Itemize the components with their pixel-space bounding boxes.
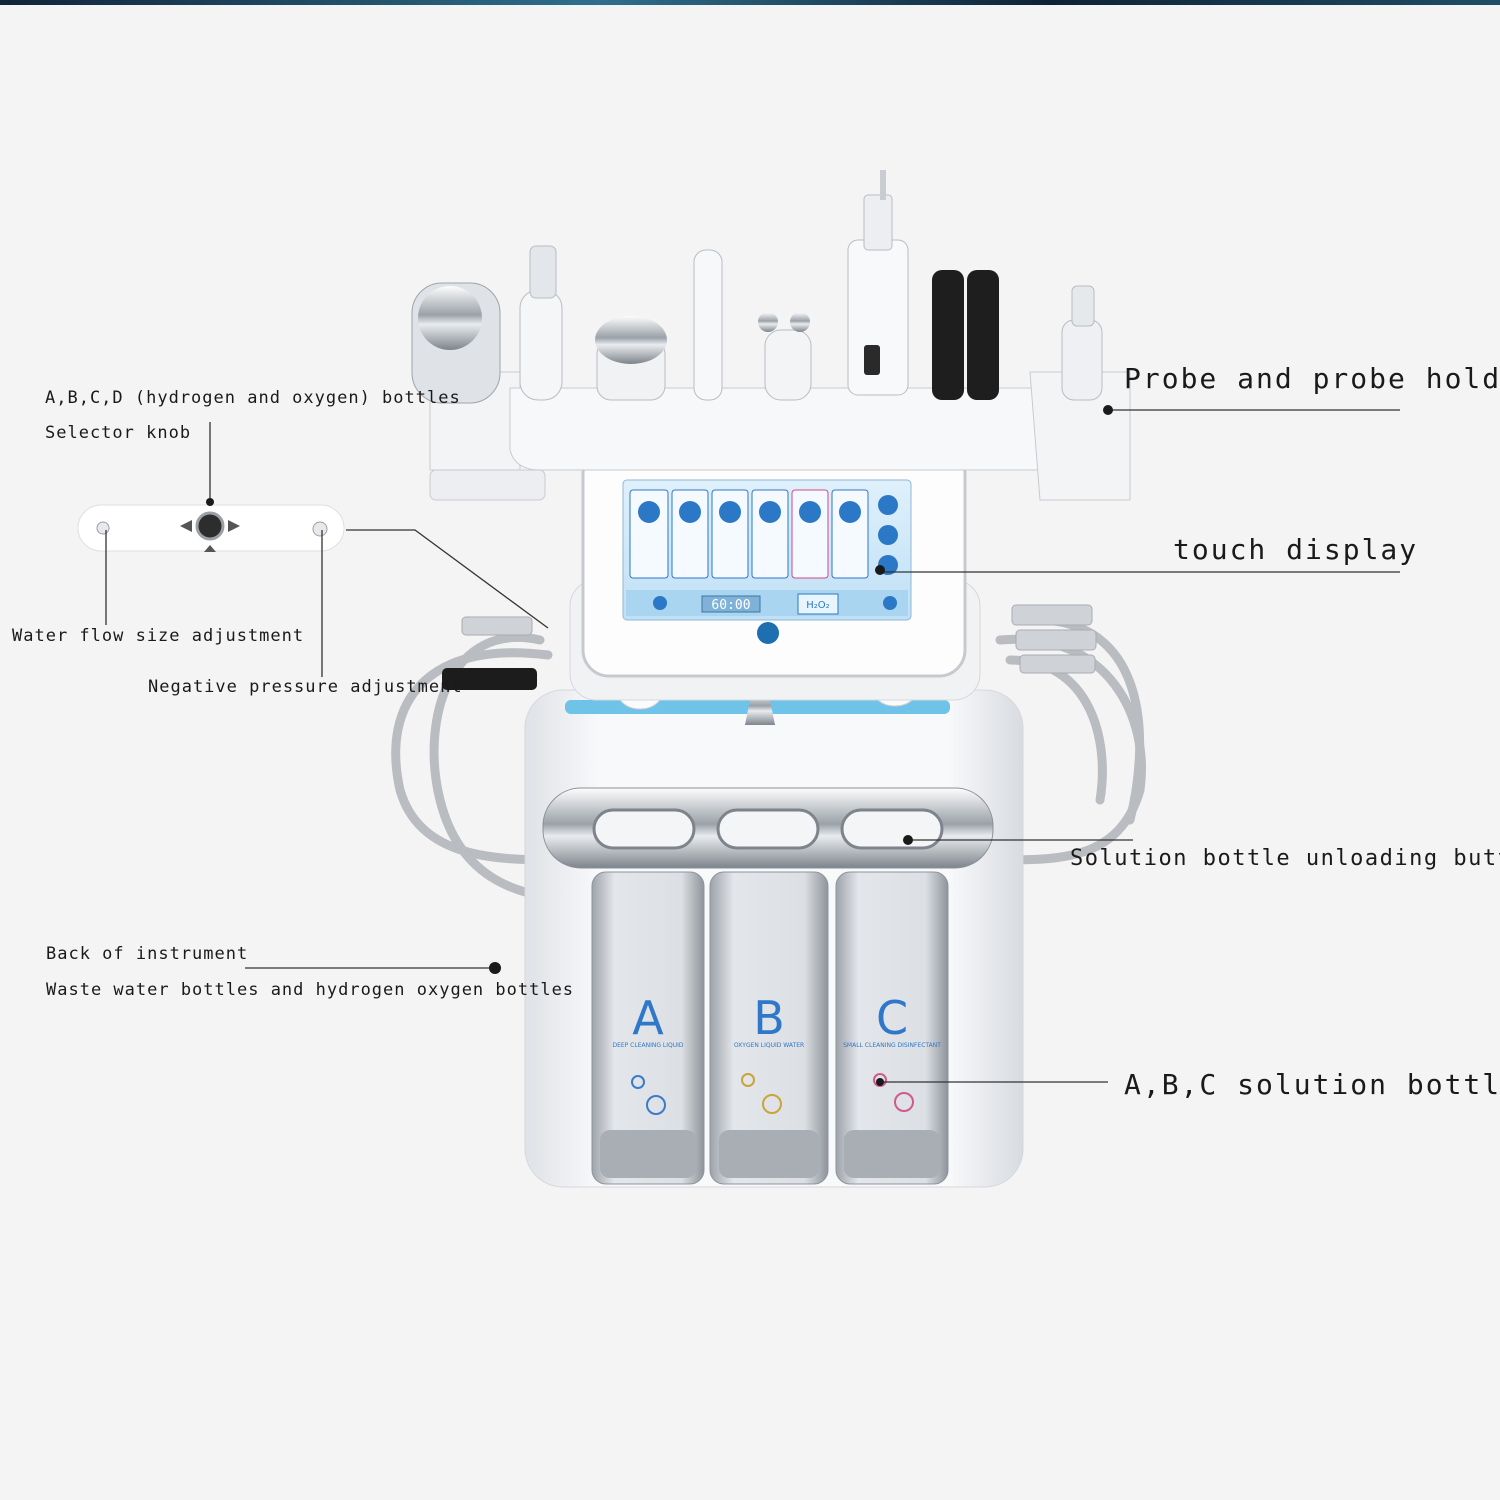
- alarm-icon: [653, 596, 667, 610]
- screen-timer: 60:00: [711, 598, 750, 613]
- probe-microcurrent-ball-left: [758, 312, 778, 332]
- solution-bottles: A B C DEEP CLEANING LIQUID OXYGEN LIQUID…: [591, 871, 949, 1185]
- unloading-button-a: [592, 808, 696, 850]
- unloading-button-b: [716, 808, 820, 850]
- mode-box: [797, 593, 839, 615]
- label-probe-holder: Probe and probe holder: [1124, 362, 1500, 395]
- label-unloading-button: Solution bottle unloading button: [1070, 846, 1500, 871]
- bottle-b-caption: OXYGEN LIQUID WATER: [734, 1042, 804, 1049]
- bottle-a-letter: A: [632, 991, 664, 1045]
- bottle-a: [591, 871, 705, 1185]
- dot-probe-holder: [1103, 405, 1113, 415]
- callout-dots: [206, 405, 1113, 1086]
- probe-oxygen-spray: [519, 289, 563, 401]
- screen-bottom-bar: [626, 590, 908, 616]
- black-connector: [442, 668, 537, 690]
- dot-selector: [206, 498, 214, 506]
- screen-tile-icon-6: [839, 501, 861, 523]
- probe-spray-bottle-cap: [1071, 285, 1095, 327]
- connector-right-3: [1019, 654, 1096, 674]
- bottle-bubbles: [631, 1073, 914, 1115]
- bottle-b: [709, 871, 829, 1185]
- bottle-a-base: [600, 1130, 696, 1178]
- dot-unloading-button: [903, 835, 913, 845]
- selector-arrow-left-icon: [180, 520, 192, 532]
- label-back-line1: Back of instrument: [46, 944, 249, 964]
- bottle-b-letter: B: [753, 991, 785, 1045]
- top-band: [0, 0, 1500, 5]
- probe-hydro-needle: [880, 170, 886, 200]
- probe-microcurrent: [764, 329, 812, 401]
- connector-right-2: [1015, 629, 1097, 651]
- timer-box: [701, 595, 761, 613]
- bottle-c-caption: SMALL CLEANING DISINFECTANT: [843, 1042, 941, 1049]
- bottle-b-base: [719, 1130, 819, 1178]
- bottle-c-base: [844, 1130, 940, 1178]
- screen-tile-icon-4: [759, 501, 781, 523]
- probe-microcurrent-ball-right: [790, 312, 810, 332]
- callout-negative-pressure-machine: [346, 529, 549, 629]
- probe-scrubber: [693, 249, 723, 401]
- label-bottles-selector-line2: Selector knob: [45, 423, 192, 443]
- probe-black-left: [932, 270, 964, 400]
- label-water-flow: Water flow size adjustment: [12, 626, 305, 646]
- dot-touch-display: [875, 565, 885, 575]
- probe-hydro-tip: [863, 194, 893, 251]
- label-bottles-selector-line1: A,B,C,D (hydrogen and oxygen) bottles: [45, 388, 461, 408]
- screen-tile-icon-5: [799, 501, 821, 523]
- selector-arrow-down-icon: [204, 545, 216, 552]
- unloading-button-c: [840, 808, 944, 850]
- probe-cryo-head: [418, 286, 482, 350]
- probe-spray-bottle: [1061, 319, 1103, 401]
- screen-tile-icon-3: [719, 501, 741, 523]
- probe-oxygen-spray-tip: [529, 245, 557, 299]
- label-solution-bottles: A,B,C solution bottles: [1124, 1068, 1500, 1101]
- hose-connectors: [442, 604, 1097, 690]
- probe-holder-foot-left: [429, 469, 546, 501]
- brand-logo: [757, 622, 779, 644]
- screen-tile-icon-1: [638, 501, 660, 523]
- label-negative-pressure: Negative pressure adjustment: [148, 677, 463, 697]
- bottle-c-letter: C: [876, 991, 908, 1045]
- label-back-line2: Waste water bottles and hydrogen oxygen …: [46, 980, 575, 1000]
- connector-left-top: [461, 616, 533, 636]
- hose-right-2: [1005, 655, 1107, 805]
- probe-hydro-button: [864, 345, 880, 375]
- bottle-a-caption: DEEP CLEANING LIQUID: [612, 1042, 683, 1049]
- screen-tile-icon-2: [679, 501, 701, 523]
- label-touch-display: touch display: [1173, 533, 1419, 566]
- dot-solution-bottles: [876, 1078, 884, 1086]
- negative-pressure-knob-icon: [312, 521, 328, 537]
- screen-side-icon-2: [878, 525, 898, 545]
- screen-side-icon-1: [878, 495, 898, 515]
- connector-right-1: [1011, 604, 1093, 626]
- water-flow-knob-icon: [96, 521, 110, 535]
- probe-rf-head: [595, 316, 667, 364]
- selector-knob-icon: [195, 511, 225, 541]
- dot-back: [489, 962, 501, 974]
- probe-black-right: [967, 270, 999, 400]
- hose-left-2: [429, 633, 595, 905]
- screen-mode: H₂O₂: [806, 600, 829, 611]
- callout-lines: [105, 409, 1400, 1083]
- probes: [411, 170, 1103, 404]
- screen-tiles: [629, 489, 898, 579]
- selector-arrow-right-icon: [228, 520, 240, 532]
- gear-icon: [883, 596, 897, 610]
- bottle-c: [835, 871, 949, 1185]
